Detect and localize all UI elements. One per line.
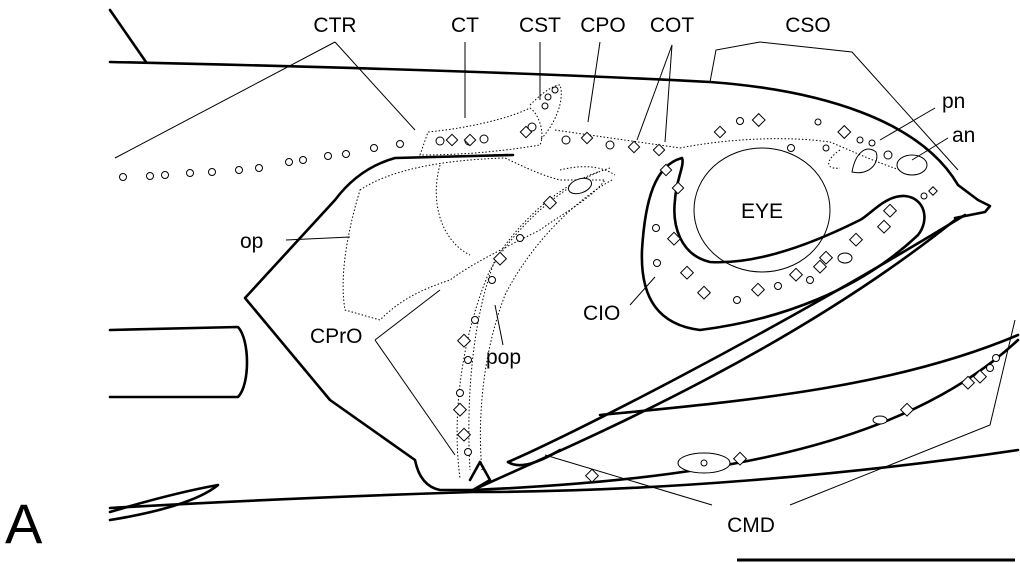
label-ct: CT: [451, 14, 479, 37]
label-cst: CST: [519, 14, 561, 37]
anterior-nostril: [897, 155, 927, 175]
label-cso: CSO: [785, 14, 831, 37]
cephalic-pores: [436, 87, 1000, 482]
panel-letter: A: [5, 492, 43, 555]
label-op: op: [240, 230, 263, 253]
orbit-region: [642, 148, 927, 330]
label-cpo: CPO: [580, 14, 626, 37]
label-cpro: CPrO: [310, 325, 363, 348]
label-pn: pn: [942, 90, 965, 113]
label-ctr: CTR: [313, 14, 356, 37]
label-an: an: [952, 124, 975, 147]
label-eye: EYE: [741, 200, 783, 223]
label-cio: CIO: [583, 302, 620, 325]
label-pop: pop: [486, 346, 521, 369]
label-cmd: CMD: [727, 514, 775, 537]
dotted-bone-outlines: [343, 85, 900, 478]
label-cot: COT: [650, 14, 695, 37]
